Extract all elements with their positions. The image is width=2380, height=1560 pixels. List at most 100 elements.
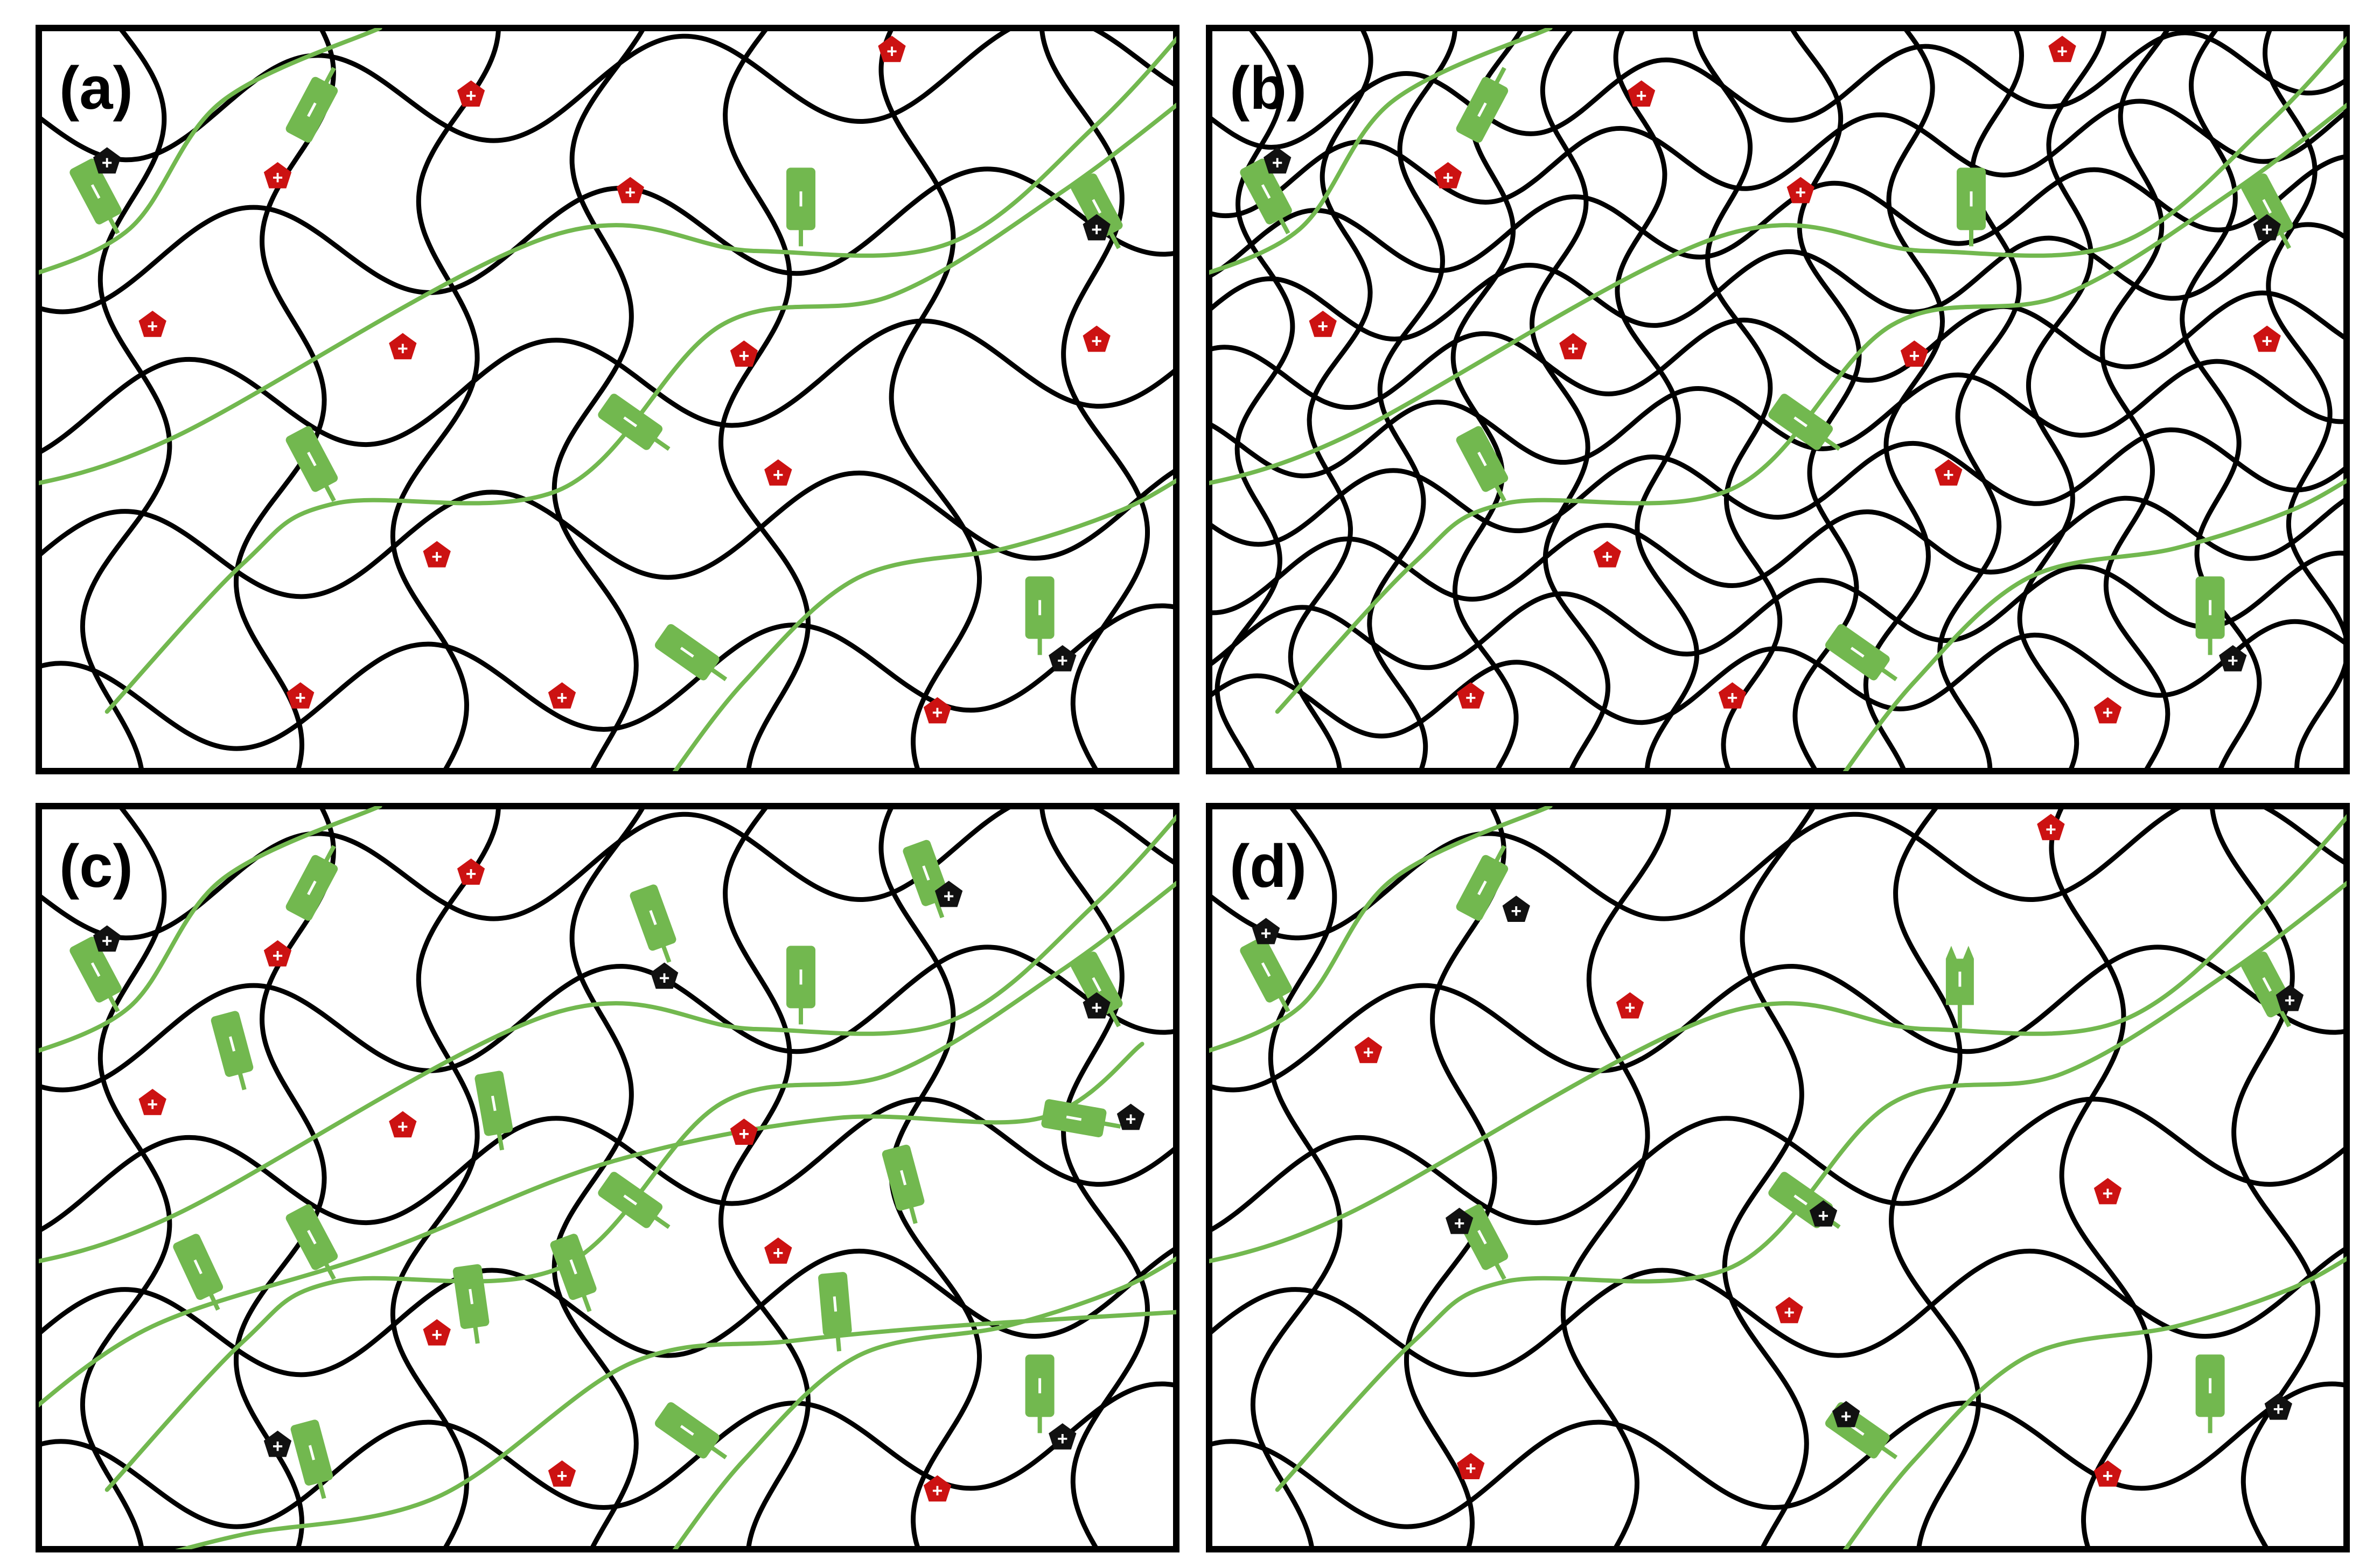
bound-cation-pentagon — [2219, 645, 2247, 671]
polymer-chains — [39, 806, 1176, 1549]
free-cation: + — [457, 858, 485, 885]
free-cation: + — [764, 459, 792, 486]
free-cation: + — [1775, 1297, 1803, 1324]
anion-group — [818, 1272, 852, 1352]
panel-frame — [1206, 803, 2350, 1552]
free-cation: + — [1786, 177, 1814, 204]
free-cation-pentagon — [1593, 541, 1621, 568]
polymer-chain — [1209, 806, 1553, 1053]
free-cation-sign: + — [147, 1094, 158, 1115]
bound-cation-sign: + — [102, 152, 113, 173]
free-cation-sign: + — [1602, 547, 1613, 567]
free-cation: + — [2093, 697, 2122, 724]
free-cation-pentagon — [548, 1460, 576, 1487]
free-cation-sign: + — [887, 41, 897, 61]
free-cation-pentagon — [263, 940, 292, 967]
free-cation-pentagon — [1083, 325, 1111, 352]
anion-group — [474, 1071, 513, 1151]
bound-cation-pentagon — [650, 962, 679, 989]
bound-cation-pentagon — [934, 880, 963, 907]
free-cation-pentagon — [1900, 340, 1929, 367]
free-cation-pentagon — [878, 36, 906, 62]
anion-group — [598, 1172, 671, 1229]
bound-cation-sign: + — [273, 1436, 283, 1457]
network-strand-vertical — [1560, 806, 1671, 1549]
bound-cation-pentagon — [1809, 1200, 1838, 1227]
free-cation-sign: + — [932, 1481, 943, 1501]
free-cation: + — [730, 1118, 758, 1145]
bound-cation: + — [1264, 147, 1292, 174]
anion-group — [285, 426, 338, 502]
free-cation-pentagon — [1775, 1297, 1803, 1324]
free-cation-sign: + — [2103, 1184, 2113, 1204]
crosslinked-network — [1209, 806, 2347, 1549]
network-strand-horizontal — [1209, 1245, 2347, 1377]
network-strand-horizontal — [39, 1381, 1176, 1529]
free-cation-pentagon — [457, 80, 485, 107]
free-cation: + — [1083, 325, 1111, 352]
network-strand-vertical — [1250, 806, 1343, 1549]
bound-cation: + — [1083, 992, 1111, 1019]
network-strand-horizontal — [1209, 30, 2347, 150]
anion-minus-sign — [623, 1194, 638, 1206]
anion-minus-sign — [308, 1445, 315, 1460]
free-cation: + — [1900, 340, 1929, 367]
free-cation-sign: + — [1727, 688, 1738, 708]
free-cation: + — [1593, 541, 1621, 568]
bound-cation-sign: + — [1057, 650, 1068, 671]
anion-minus-sign — [1261, 184, 1271, 199]
free-cation-pentagon — [1935, 459, 1963, 486]
free-cation-pentagon — [2093, 697, 2122, 724]
network-strand-vertical — [1215, 28, 1295, 771]
free-cation-pentagon — [287, 682, 315, 709]
network-strand-vertical — [718, 806, 811, 1549]
panel-label: (a) — [59, 54, 133, 122]
bound-cation-pentagon — [2276, 984, 2304, 1011]
network-strand-vertical — [718, 28, 811, 771]
free-cation-sign: + — [739, 346, 750, 366]
anion-group — [1240, 158, 1292, 235]
free-cation-sign: + — [557, 1466, 568, 1486]
network-strand-horizontal — [39, 467, 1176, 599]
network-strand-vertical — [2100, 28, 2172, 771]
panel-3: ++++++++++++++++(c) — [36, 803, 1179, 1552]
free-cation: + — [1457, 682, 1485, 709]
free-cation-sign: + — [1443, 167, 1454, 188]
anion-group — [173, 1234, 224, 1311]
free-cation: + — [2093, 1460, 2122, 1487]
free-cation-sign: + — [1465, 1458, 1476, 1479]
network-strand-vertical — [1530, 28, 1610, 771]
bound-cation-sign: + — [1126, 1109, 1136, 1130]
free-cation-pentagon — [616, 177, 644, 204]
bound-cation-pentagon — [93, 147, 121, 174]
polymer-chain — [175, 1310, 1176, 1549]
network-strand-horizontal — [1209, 154, 2347, 279]
free-cation: + — [2093, 1178, 2122, 1205]
free-cation-sign: + — [1636, 86, 1647, 106]
free-cation-sign: + — [1909, 346, 1920, 366]
bound-cation-sign: + — [1841, 1407, 1852, 1427]
free-cation-pentagon — [923, 697, 952, 724]
network-strand-horizontal — [39, 1245, 1176, 1377]
polymer-chains — [1209, 806, 2347, 1549]
anion-minus-sign — [307, 451, 317, 466]
anion-minus-sign — [1066, 1115, 1082, 1121]
anion-group — [1456, 426, 1509, 502]
bound-cation: + — [1252, 918, 1280, 945]
anion-minus-sign — [90, 962, 101, 977]
network-strand-horizontal — [1209, 99, 2347, 219]
free-cation-pentagon — [1309, 311, 1337, 337]
network-strand-horizontal — [39, 166, 1176, 314]
free-cation-sign: + — [2103, 703, 2113, 723]
anion-minus-sign — [469, 1289, 474, 1305]
free-cation-pentagon — [138, 1089, 166, 1115]
free-cation-pentagon — [423, 541, 451, 568]
polymer-chains — [1209, 28, 2347, 771]
free-cation: + — [2037, 814, 2065, 841]
free-cation-pentagon — [2253, 325, 2281, 352]
bound-cation: + — [2264, 1393, 2292, 1420]
anion-group — [2241, 173, 2293, 249]
free-cation: + — [138, 311, 166, 337]
free-cation: + — [764, 1237, 792, 1264]
